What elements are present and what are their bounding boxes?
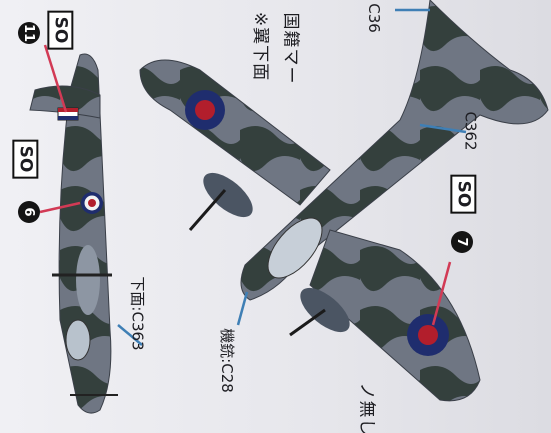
leader-line-6 (39, 201, 81, 214)
underside-color-label: 下面:C363 (128, 276, 147, 351)
leader-line-7 (431, 261, 452, 326)
callout-7: 7 (451, 231, 473, 253)
callout-6: 6 (18, 201, 40, 223)
c36-partial-label: C36 (364, 3, 383, 33)
leader-line-gun (236, 291, 249, 326)
side-profile-aircraft (29, 53, 118, 414)
note-line-2: 国籍マー (280, 12, 301, 85)
callout-11: 11 (18, 22, 40, 44)
note-partial-none: ノ無し (356, 382, 377, 433)
squadron-code-top: SO (47, 10, 74, 50)
squadron-code-right: SO (450, 174, 477, 214)
planform-aircraft (139, 0, 549, 402)
squadron-code-mid: SO (12, 139, 39, 179)
gun-color-label: 機銃:C28 (217, 328, 236, 393)
c362-color-label: C362 (461, 111, 480, 151)
leader-line-underside (117, 324, 143, 346)
note-line-1: ※翼下面 (250, 11, 271, 82)
leader-line-11 (43, 44, 68, 113)
leader-line-c362 (419, 123, 467, 134)
